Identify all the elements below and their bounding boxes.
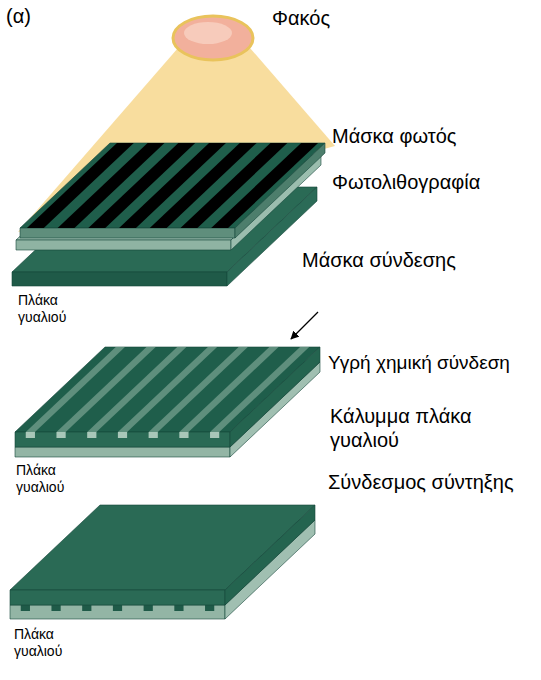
groove-notch [179, 432, 188, 438]
groove-notch [149, 432, 158, 438]
part-label: (α) [6, 4, 31, 28]
channel-opening [174, 605, 183, 611]
groove-notch [26, 432, 35, 438]
channel-opening [205, 605, 214, 611]
groove-notch [210, 432, 219, 438]
groove-notch [87, 432, 96, 438]
slab-side [225, 505, 315, 605]
slab-top [20, 143, 325, 228]
cover-plate [10, 505, 315, 605]
slab-front [15, 447, 230, 457]
lens [173, 16, 253, 60]
part-label: Φωτολιθογραφία [332, 170, 480, 194]
part-label: Υγρή χημική σύνδεση [328, 352, 510, 375]
etched-plate [15, 347, 320, 447]
channel-opening [51, 605, 60, 611]
slab-front [16, 240, 231, 250]
groove-notch [118, 432, 127, 438]
part-label: Μάσκα φωτός [332, 124, 456, 148]
part-label: Μάσκα σύνδεσης [302, 248, 456, 272]
photo-mask [20, 143, 325, 238]
slab-front [15, 432, 230, 447]
part-label: Πλάκα γυαλιού [14, 626, 76, 660]
slab-side [230, 347, 320, 447]
slab-side [235, 143, 325, 238]
part-label: Κάλυμμα πλάκα γυαλιού [330, 404, 530, 452]
part-label: Πλάκα γυαλιού [16, 462, 78, 496]
channel-opening [21, 605, 30, 611]
slab-front [12, 272, 227, 286]
part-label: Φακός [272, 6, 330, 30]
etched-groove [210, 347, 309, 432]
pointer-arrow [291, 312, 318, 339]
part-label: Πλάκα γυαλιού [18, 292, 80, 326]
slab-front [20, 228, 235, 238]
groove-notch [56, 432, 65, 438]
lens-highlight [184, 22, 232, 44]
mask-stripe [211, 143, 318, 228]
slab-front [10, 605, 225, 619]
slab-front [10, 590, 225, 605]
channel-opening [82, 605, 91, 611]
channel-opening [144, 605, 153, 611]
slab-top [15, 347, 320, 432]
part-label: Σύνδεσμος σύντηξης [328, 470, 514, 494]
slab-top [10, 505, 315, 590]
channel-opening [113, 605, 122, 611]
